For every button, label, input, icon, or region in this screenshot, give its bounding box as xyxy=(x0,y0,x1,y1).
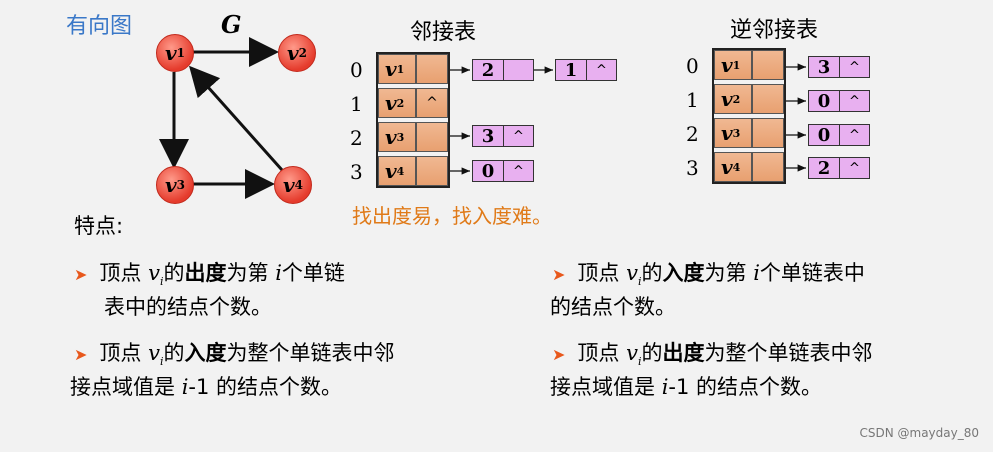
inverse-frame xyxy=(712,48,786,184)
bullet-left-2-line2: 接点域值是 i-1 的结点个数。 xyxy=(70,375,343,399)
inv-index-0: 0 xyxy=(686,54,699,78)
adj-edge-node: 3^ xyxy=(472,125,534,147)
inv-edge-node: 0^ xyxy=(808,90,870,112)
inv-index-3: 3 xyxy=(686,156,699,180)
inv-edge-node: 3^ xyxy=(808,56,870,78)
inv-index-2: 2 xyxy=(686,122,699,146)
watermark: CSDN @mayday_80 xyxy=(859,426,979,440)
header-title: 有向图 xyxy=(66,14,133,39)
adj-edge-node: 0^ xyxy=(472,160,534,182)
adj-edge-node: 1^ xyxy=(555,59,617,81)
inv-pointer-cell xyxy=(752,118,784,148)
adj-index-1: 1 xyxy=(350,92,363,116)
adj-pointer-cell xyxy=(416,122,448,152)
bullet-right-1-line2: 的结点个数。 xyxy=(550,295,676,319)
graph-label: G xyxy=(221,10,242,39)
adj-index-0: 0 xyxy=(350,58,363,82)
inv-index-1: 1 xyxy=(686,88,699,112)
bullet-left-2: ➤顶点 vi的入度为整个单链表中邻 xyxy=(74,341,395,369)
adjacency-frame xyxy=(376,52,450,188)
edge-v4-v1 xyxy=(189,65,284,171)
bullet-left-1: ➤顶点 vi的出度为第 i个单链 xyxy=(74,261,345,289)
bullet-right-1: ➤顶点 vi的入度为第 i个单链表中 xyxy=(552,261,865,289)
bullet-left-1-line2: 表中的结点个数。 xyxy=(104,295,272,319)
bullet-right-2: ➤顶点 vi的出度为整个单链表中邻 xyxy=(552,341,873,369)
inv-pointer-cell xyxy=(752,152,784,182)
adj-index-2: 2 xyxy=(350,126,363,150)
bullet-arrow-icon: ➤ xyxy=(74,265,88,284)
adj-edge-node: 2 xyxy=(472,59,534,81)
inverse-adjacency-title: 逆邻接表 xyxy=(730,18,819,43)
adjacency-title: 邻接表 xyxy=(410,20,477,45)
adj-pointer-cell xyxy=(416,156,448,186)
note-text: 找出度易，找入度难。 xyxy=(352,204,552,228)
inv-edge-node: 0^ xyxy=(808,124,870,146)
bullet-arrow-icon: ➤ xyxy=(74,345,88,364)
features-label: 特点: xyxy=(74,214,124,238)
bullet-arrow-icon: ➤ xyxy=(552,345,566,364)
bullet-arrow-icon: ➤ xyxy=(552,265,566,284)
inv-edge-node: 2^ xyxy=(808,157,870,179)
adj-pointer-cell xyxy=(416,54,448,84)
bullet-right-2-line2: 接点域值是 i-1 的结点个数。 xyxy=(550,375,823,399)
inv-pointer-cell xyxy=(752,84,784,114)
adj-pointer-cell: ^ xyxy=(416,88,448,118)
adj-index-3: 3 xyxy=(350,160,363,184)
inv-pointer-cell xyxy=(752,50,784,80)
